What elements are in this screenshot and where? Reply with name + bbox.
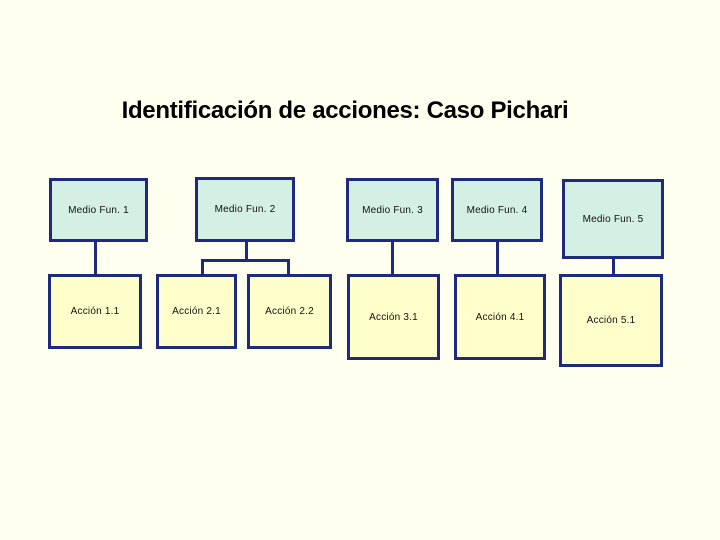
connector-medio2-accion21	[201, 259, 204, 274]
connector-medio2-branch-bar	[201, 259, 290, 262]
medio-fun-3-box: Medio Fun. 3	[346, 178, 439, 242]
accion-4-1-label: Acción 4.1	[475, 311, 525, 323]
connector-medio2-stem	[245, 241, 248, 262]
medio-fun-4-box: Medio Fun. 4	[451, 178, 543, 242]
connector-medio2-accion22	[287, 259, 290, 274]
medio-fun-1-label: Medio Fun. 1	[68, 204, 129, 216]
medio-fun-5-label: Medio Fun. 5	[582, 213, 644, 225]
connector-medio1-accion11	[94, 241, 97, 274]
accion-2-2-box: Acción 2.2	[247, 274, 332, 349]
accion-5-1-box: Acción 5.1	[559, 274, 663, 367]
medio-fun-3-label: Medio Fun. 3	[362, 204, 423, 216]
connector-medio5-accion51	[612, 258, 615, 275]
accion-3-1-label: Acción 3.1	[369, 311, 418, 323]
accion-2-1-box: Acción 2.1	[156, 274, 237, 349]
medio-fun-5-box: Medio Fun. 5	[562, 179, 664, 259]
accion-2-2-label: Acción 2.2	[265, 306, 314, 317]
accion-4-1-box: Acción 4.1	[454, 274, 546, 360]
accion-1-1-box: Acción 1.1	[48, 274, 142, 349]
accion-2-1-label: Acción 2.1	[172, 306, 221, 317]
slide-title: Identificación de acciones: Caso Pichari	[121, 97, 569, 124]
medio-fun-2-box: Medio Fun. 2	[195, 177, 295, 242]
connector-medio3-accion31	[391, 241, 394, 274]
medio-fun-1-box: Medio Fun. 1	[49, 178, 148, 242]
connector-medio4-accion41	[496, 241, 499, 274]
accion-3-1-box: Acción 3.1	[347, 274, 440, 360]
medio-fun-4-label: Medio Fun. 4	[466, 204, 528, 216]
accion-1-1-label: Acción 1.1	[70, 306, 120, 317]
medio-fun-2-label: Medio Fun. 2	[214, 204, 276, 215]
accion-5-1-label: Acción 5.1	[586, 315, 636, 326]
